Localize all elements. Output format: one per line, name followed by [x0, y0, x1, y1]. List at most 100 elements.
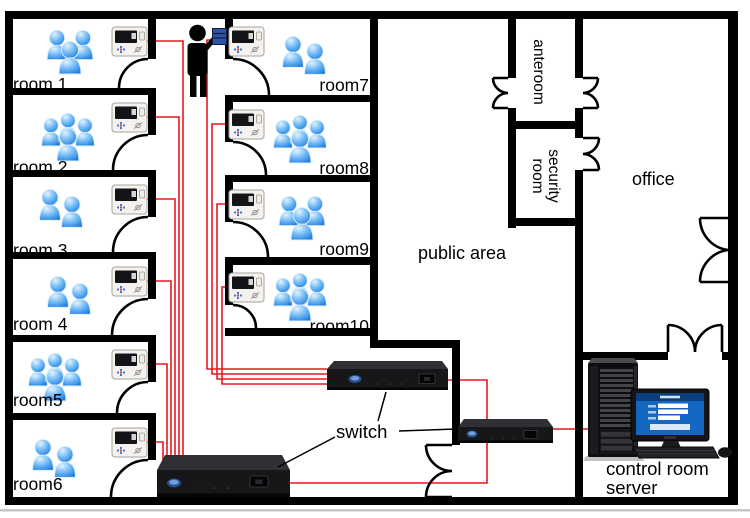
intercom-panel-icon: [228, 109, 265, 140]
security-room-label: security: [545, 149, 562, 203]
people-group-icon: [42, 113, 95, 161]
room-label: room7: [319, 75, 369, 95]
door-arc: [111, 215, 149, 253]
wire-room2: [147, 116, 180, 468]
people-group-icon: [274, 273, 327, 321]
wall-rooms-right: [370, 11, 378, 348]
room-label: room 1: [13, 74, 67, 94]
room-label: room9: [319, 239, 369, 259]
wire-switch2-to-switch3: [290, 441, 488, 484]
intercom-panel-icon: [228, 189, 265, 220]
image-bottom-edge: [0, 509, 750, 512]
wall-outer-bottom: [5, 497, 738, 505]
wall-corridor-left: [148, 170, 156, 217]
wall-corridor-left: [148, 252, 156, 299]
wire-room1: [147, 40, 184, 468]
room-label: room8: [319, 158, 369, 178]
wire-room3: [147, 198, 176, 468]
intercom-panel-icon: [228, 272, 265, 303]
doors: [109, 57, 729, 499]
wall-room5-6: [5, 413, 156, 420]
people-group-icon: [279, 196, 325, 240]
server-rack: [583, 358, 645, 461]
door-double-public: [424, 443, 453, 499]
wall-office-bottom: [722, 352, 728, 360]
door-arc: [110, 297, 149, 336]
door-arc: [117, 57, 149, 89]
wall-corridor-left: [148, 88, 156, 135]
room-label: room 3: [13, 240, 67, 260]
intercom-panel-icon: [111, 349, 148, 380]
intercom-panel-icon: [111, 266, 148, 297]
door-double-anteroom-left: [491, 76, 509, 110]
wall-corridor-left: [148, 335, 156, 382]
switch-callout-lines: [277, 391, 457, 468]
door-arc: [232, 140, 268, 176]
control-room-server-label: server: [606, 477, 657, 498]
wall-room7-8: [225, 95, 378, 102]
door-double-security: [582, 136, 601, 172]
intercom-panel-icon: [111, 427, 148, 458]
mouse: [718, 447, 732, 458]
door-double-anteroom-right: [582, 76, 600, 110]
network-switch-1: [327, 361, 448, 390]
room-label: room 4: [13, 314, 68, 334]
intercom-panel-icon: [111, 102, 148, 133]
anteroom-label: anteroom: [530, 39, 547, 104]
people-group-icon: [40, 189, 83, 227]
door-arc: [232, 303, 258, 329]
intercom-panel-icon: [111, 26, 148, 57]
wall-room8-9: [225, 175, 378, 182]
office-label: office: [632, 169, 675, 189]
wall-room3-4: [5, 252, 156, 259]
people-group-icon: [274, 115, 327, 163]
public-area-label: public area: [418, 243, 507, 263]
wall-room10-bottom: [225, 328, 378, 336]
wall-anteroom-left: [508, 11, 516, 78]
network-switch-3: [458, 419, 553, 443]
wall-outer-right: [728, 11, 738, 505]
labels: room 1 room 2 room 3 room 4 room5 room6 …: [13, 39, 709, 498]
wall-room1-2: [5, 88, 156, 95]
switch-label: switch: [336, 421, 387, 442]
network-switch-2: [157, 455, 290, 497]
wall-room4-5: [5, 335, 156, 342]
control-room-server-label: control room: [606, 458, 709, 479]
people-group-icon: [47, 30, 93, 74]
people-group-icon: [283, 36, 326, 74]
room-label: room 2: [13, 157, 67, 177]
people-group-icon: [33, 439, 76, 477]
wall-lower-horizontal: [370, 340, 460, 348]
door-arc: [109, 458, 149, 498]
room-label: room10: [310, 316, 370, 336]
room-label: room5: [13, 390, 63, 410]
wall-office-left: [575, 108, 583, 138]
intercom-panel-icon: [228, 26, 265, 57]
wire-room9: [216, 203, 327, 380]
monitor: [630, 388, 710, 453]
wall-office-bottom: [583, 352, 668, 360]
wire-room8: [211, 123, 327, 375]
wall-room2-3: [5, 170, 156, 177]
wall-lower-vertical: [452, 348, 460, 445]
wall-anteroom-security: [508, 121, 583, 129]
people-group-icon: [48, 276, 91, 314]
walls: [5, 11, 738, 505]
badge-icon: [212, 28, 227, 45]
wall-room9-10: [225, 257, 378, 265]
room-label: room6: [13, 474, 63, 494]
door-arc: [232, 57, 271, 96]
wall-office-left: [575, 11, 583, 78]
wall-security-bottom: [508, 218, 583, 226]
door-double-office-right: [698, 216, 729, 284]
intercom-panel-icon: [111, 184, 148, 215]
wire-switch1-to-switch3: [448, 379, 488, 421]
door-arc: [232, 220, 270, 258]
wall-corridor-left: [148, 11, 156, 59]
door-double-office-controlroom: [666, 323, 724, 353]
wall-anteroom-left: [508, 108, 516, 228]
wall-corridor-left: [148, 413, 156, 460]
security-room-label: room: [529, 158, 546, 193]
